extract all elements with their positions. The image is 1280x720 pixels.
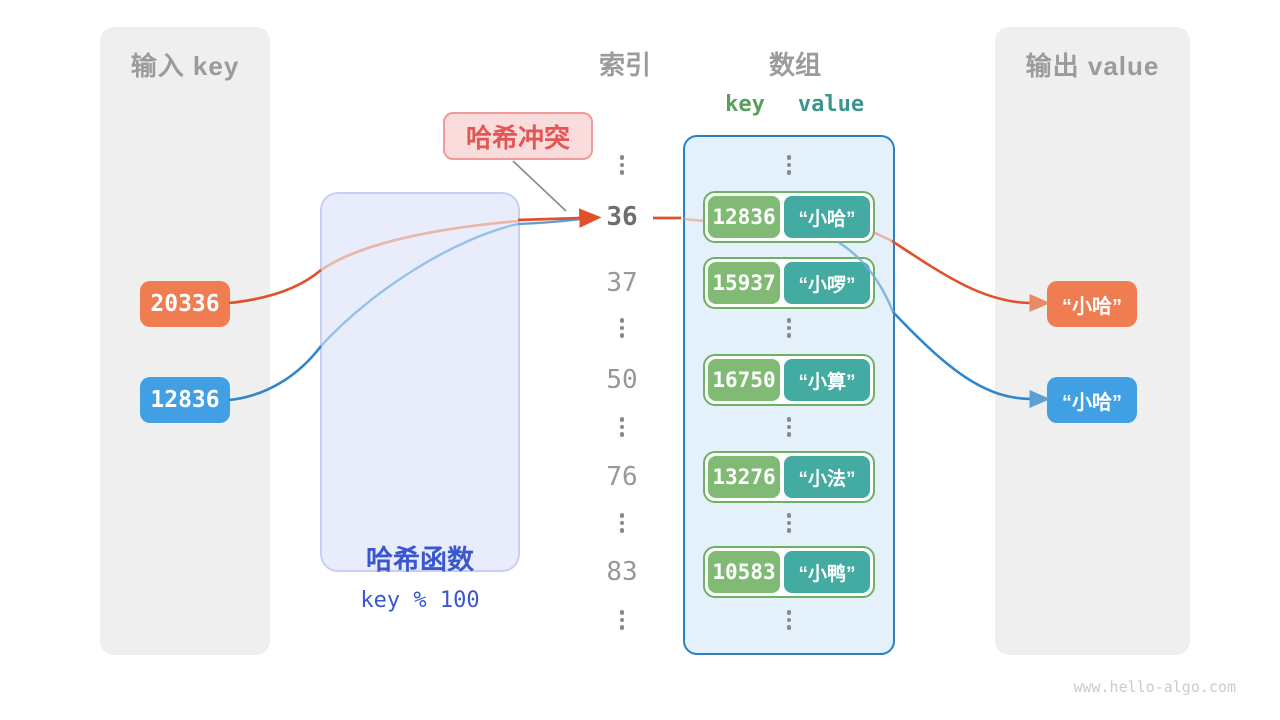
hash-function-box: 哈希函数 key % 100	[320, 192, 520, 613]
key-header: key	[725, 92, 765, 117]
output-value-1: “小哈”	[1047, 281, 1137, 327]
index-column-title: 索引	[598, 50, 651, 80]
hash-function-title: 哈希函数	[366, 545, 474, 575]
index-50: 50	[606, 365, 638, 395]
pair-key: 13276	[708, 456, 780, 498]
pair-value: “小算”	[784, 359, 870, 401]
ellipsis	[612, 155, 632, 175]
index-36: 36	[606, 202, 638, 232]
input-panel-title: 输入 key	[130, 51, 240, 81]
ellipsis	[612, 513, 632, 533]
pair-key: 15937	[708, 262, 780, 304]
pair-value: “小啰”	[784, 262, 870, 304]
index-76: 76	[606, 462, 638, 492]
ellipsis	[779, 610, 799, 630]
array-row-37: 15937 “小啰”	[703, 257, 875, 309]
index-37: 37	[606, 268, 638, 298]
value-header: value	[797, 92, 865, 117]
ellipsis	[779, 155, 799, 175]
array-row-36: 12836 “小哈”	[703, 191, 875, 243]
pair-value: “小鸭”	[784, 551, 870, 593]
watermark: www.hello-algo.com	[1073, 678, 1236, 696]
collision-pointer-line	[512, 160, 567, 212]
arrow-merged-blue	[517, 217, 583, 226]
hash-collision-label: 哈希冲突	[443, 112, 593, 160]
key-value-header: key value	[703, 92, 875, 117]
output-value-panel: 输出 value	[995, 27, 1190, 655]
pair-key: 16750	[708, 359, 780, 401]
index-83: 83	[606, 557, 638, 587]
pair-key: 10583	[708, 551, 780, 593]
ellipsis	[612, 417, 632, 437]
output-value-2: “小哈”	[1047, 377, 1137, 423]
input-key-20336: 20336	[140, 281, 230, 327]
pair-value: “小法”	[784, 456, 870, 498]
output-panel-title: 输出 value	[1025, 51, 1160, 81]
ellipsis	[779, 318, 799, 338]
input-key-panel: 输入 key	[100, 27, 270, 655]
ellipsis	[612, 318, 632, 338]
pair-key: 12836	[708, 196, 780, 238]
array-column-title: 数组	[768, 50, 821, 80]
arrow-hash-to-index36	[517, 208, 602, 228]
ellipsis	[779, 417, 799, 437]
array-row-50: 16750 “小算”	[703, 354, 875, 406]
input-key-12836: 12836	[140, 377, 230, 423]
ellipsis	[612, 610, 632, 630]
hash-function-formula: key % 100	[360, 588, 480, 613]
pair-value: “小哈”	[784, 196, 870, 238]
ellipsis	[779, 513, 799, 533]
array-row-83: 10583 “小鸭”	[703, 546, 875, 598]
array-row-76: 13276 “小法”	[703, 451, 875, 503]
